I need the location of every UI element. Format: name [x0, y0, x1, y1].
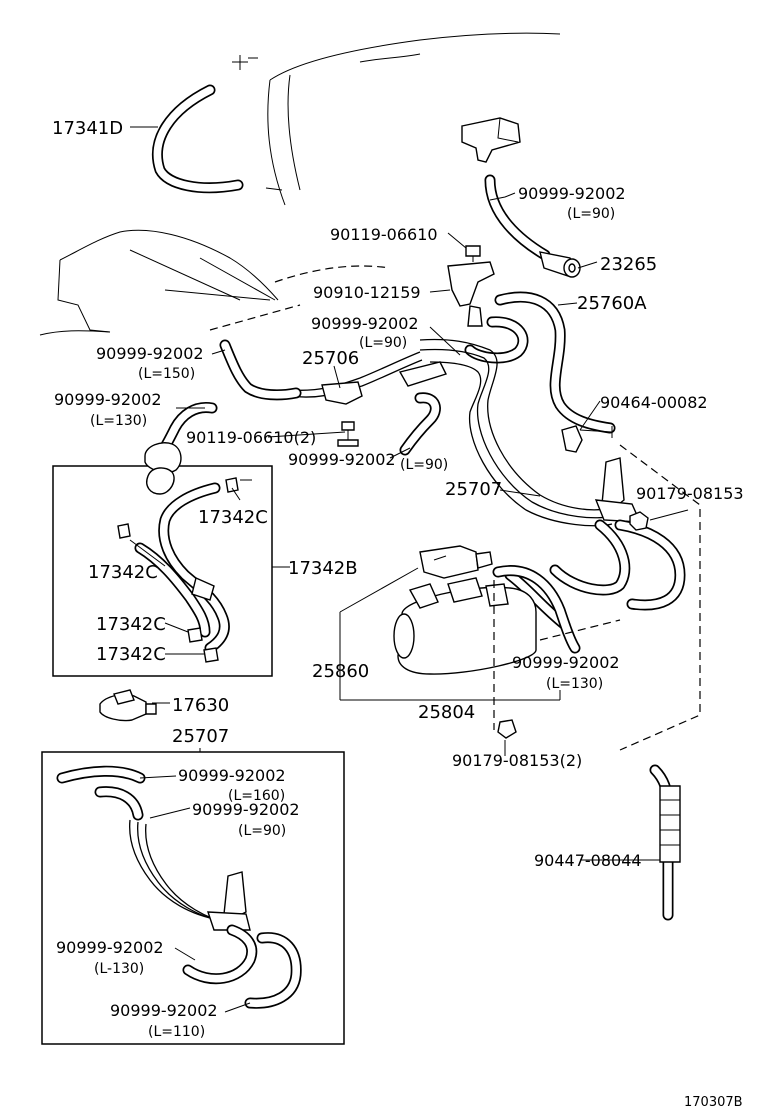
check-valve-23265 — [539, 251, 581, 278]
label-sub-90999-92002-l160: 90999-92002 — [178, 766, 286, 785]
label-90179-08153-2: 90179-08153(2) — [452, 751, 582, 770]
label-90464-00082: 90464-00082 — [600, 393, 708, 412]
label-90910-12159: 90910-12159 — [313, 283, 421, 302]
hose-clamp-90464 — [561, 425, 613, 453]
label-sub-l90: (L=90) — [238, 823, 286, 839]
label-sub-l130: (L-130) — [94, 961, 144, 977]
label-sub-90999-92002-l90: 90999-92002 — [192, 800, 300, 819]
hose-17341d — [151, 84, 244, 194]
label-90999-92002-l150: 90999-92002 — [96, 344, 204, 363]
label-25706: 25706 — [302, 348, 359, 369]
label-90999-92002-l130-left: 90999-92002 — [54, 390, 162, 409]
label-sub-l110: (L=110) — [148, 1024, 205, 1040]
hose-25706 — [289, 351, 447, 456]
dashed-leader-right — [619, 444, 701, 751]
leader-lines — [129, 126, 689, 1013]
label-17342c-c: 17342C — [96, 614, 166, 635]
subassembly-box-25707 — [41, 751, 345, 1045]
label-sub-90999-92002-l130: 90999-92002 — [56, 938, 164, 957]
label-25707: 25707 — [445, 479, 502, 500]
hose-l150 — [219, 339, 302, 401]
label-l90-mid: (L=90) — [359, 335, 407, 351]
label-90999-92002-l130-right: 90999-92002 — [512, 653, 620, 672]
label-90119-06610: 90119-06610 — [330, 225, 438, 244]
figure-id: 170307B — [684, 1095, 743, 1110]
label-25860: 25860 — [312, 661, 369, 682]
hose-90447 — [649, 764, 681, 921]
label-17342c-a: 17342C — [198, 507, 268, 528]
label-l150: (L=150) — [138, 366, 195, 382]
label-sub-l160: (L=160) — [228, 788, 285, 804]
sensor-17630 — [99, 689, 157, 722]
label-17342c-d: 17342C — [96, 644, 166, 665]
label-90999-92002-mid: 90999-92002 — [311, 314, 419, 333]
engine-outline — [39, 32, 561, 336]
label-17341d: 17341D — [52, 118, 123, 139]
label-25707-sub: 25707 — [172, 726, 229, 747]
label-25804: 25804 — [418, 702, 475, 723]
label-l130-right: (L=130) — [546, 676, 603, 692]
label-90999-92002-top: 90999-92002 — [518, 184, 626, 203]
label-17342c-b: 17342C — [88, 562, 158, 583]
bolts-90119-2 — [337, 421, 359, 447]
charcoal-canister-25804 — [393, 577, 537, 675]
label-17342b: 17342B — [288, 558, 358, 579]
label-90999-92002-low: 90999-92002 — [288, 450, 396, 469]
part-labels: 17341D 90999-92002 (L=90) 90119-06610 23… — [52, 118, 744, 1110]
label-23265: 23265 — [600, 254, 657, 275]
nut-90179 — [629, 511, 649, 531]
nut-90179-2 — [497, 719, 517, 739]
canister-hoses — [492, 565, 621, 730]
label-25760a: 25760A — [577, 293, 647, 314]
label-90447-08044: 90447-08044 — [534, 851, 642, 870]
label-l90-top: (L=90) — [567, 206, 615, 222]
label-sub-90999-92002-l110: 90999-92002 — [110, 1001, 218, 1020]
vsv-25860 — [419, 545, 493, 579]
vacuum-switch-valve — [461, 117, 551, 261]
bracket-assembly — [447, 245, 495, 327]
label-l130-left: (L=130) — [90, 413, 147, 429]
label-90179-08153: 90179-08153 — [636, 484, 744, 503]
main-hose-harness — [419, 291, 686, 631]
label-90119-06610-2: 90119-06610(2) — [186, 428, 316, 447]
label-17630: 17630 — [172, 695, 229, 716]
hose-assy-25707-sub — [56, 765, 302, 1009]
label-l90-low: (L=90) — [400, 457, 448, 473]
